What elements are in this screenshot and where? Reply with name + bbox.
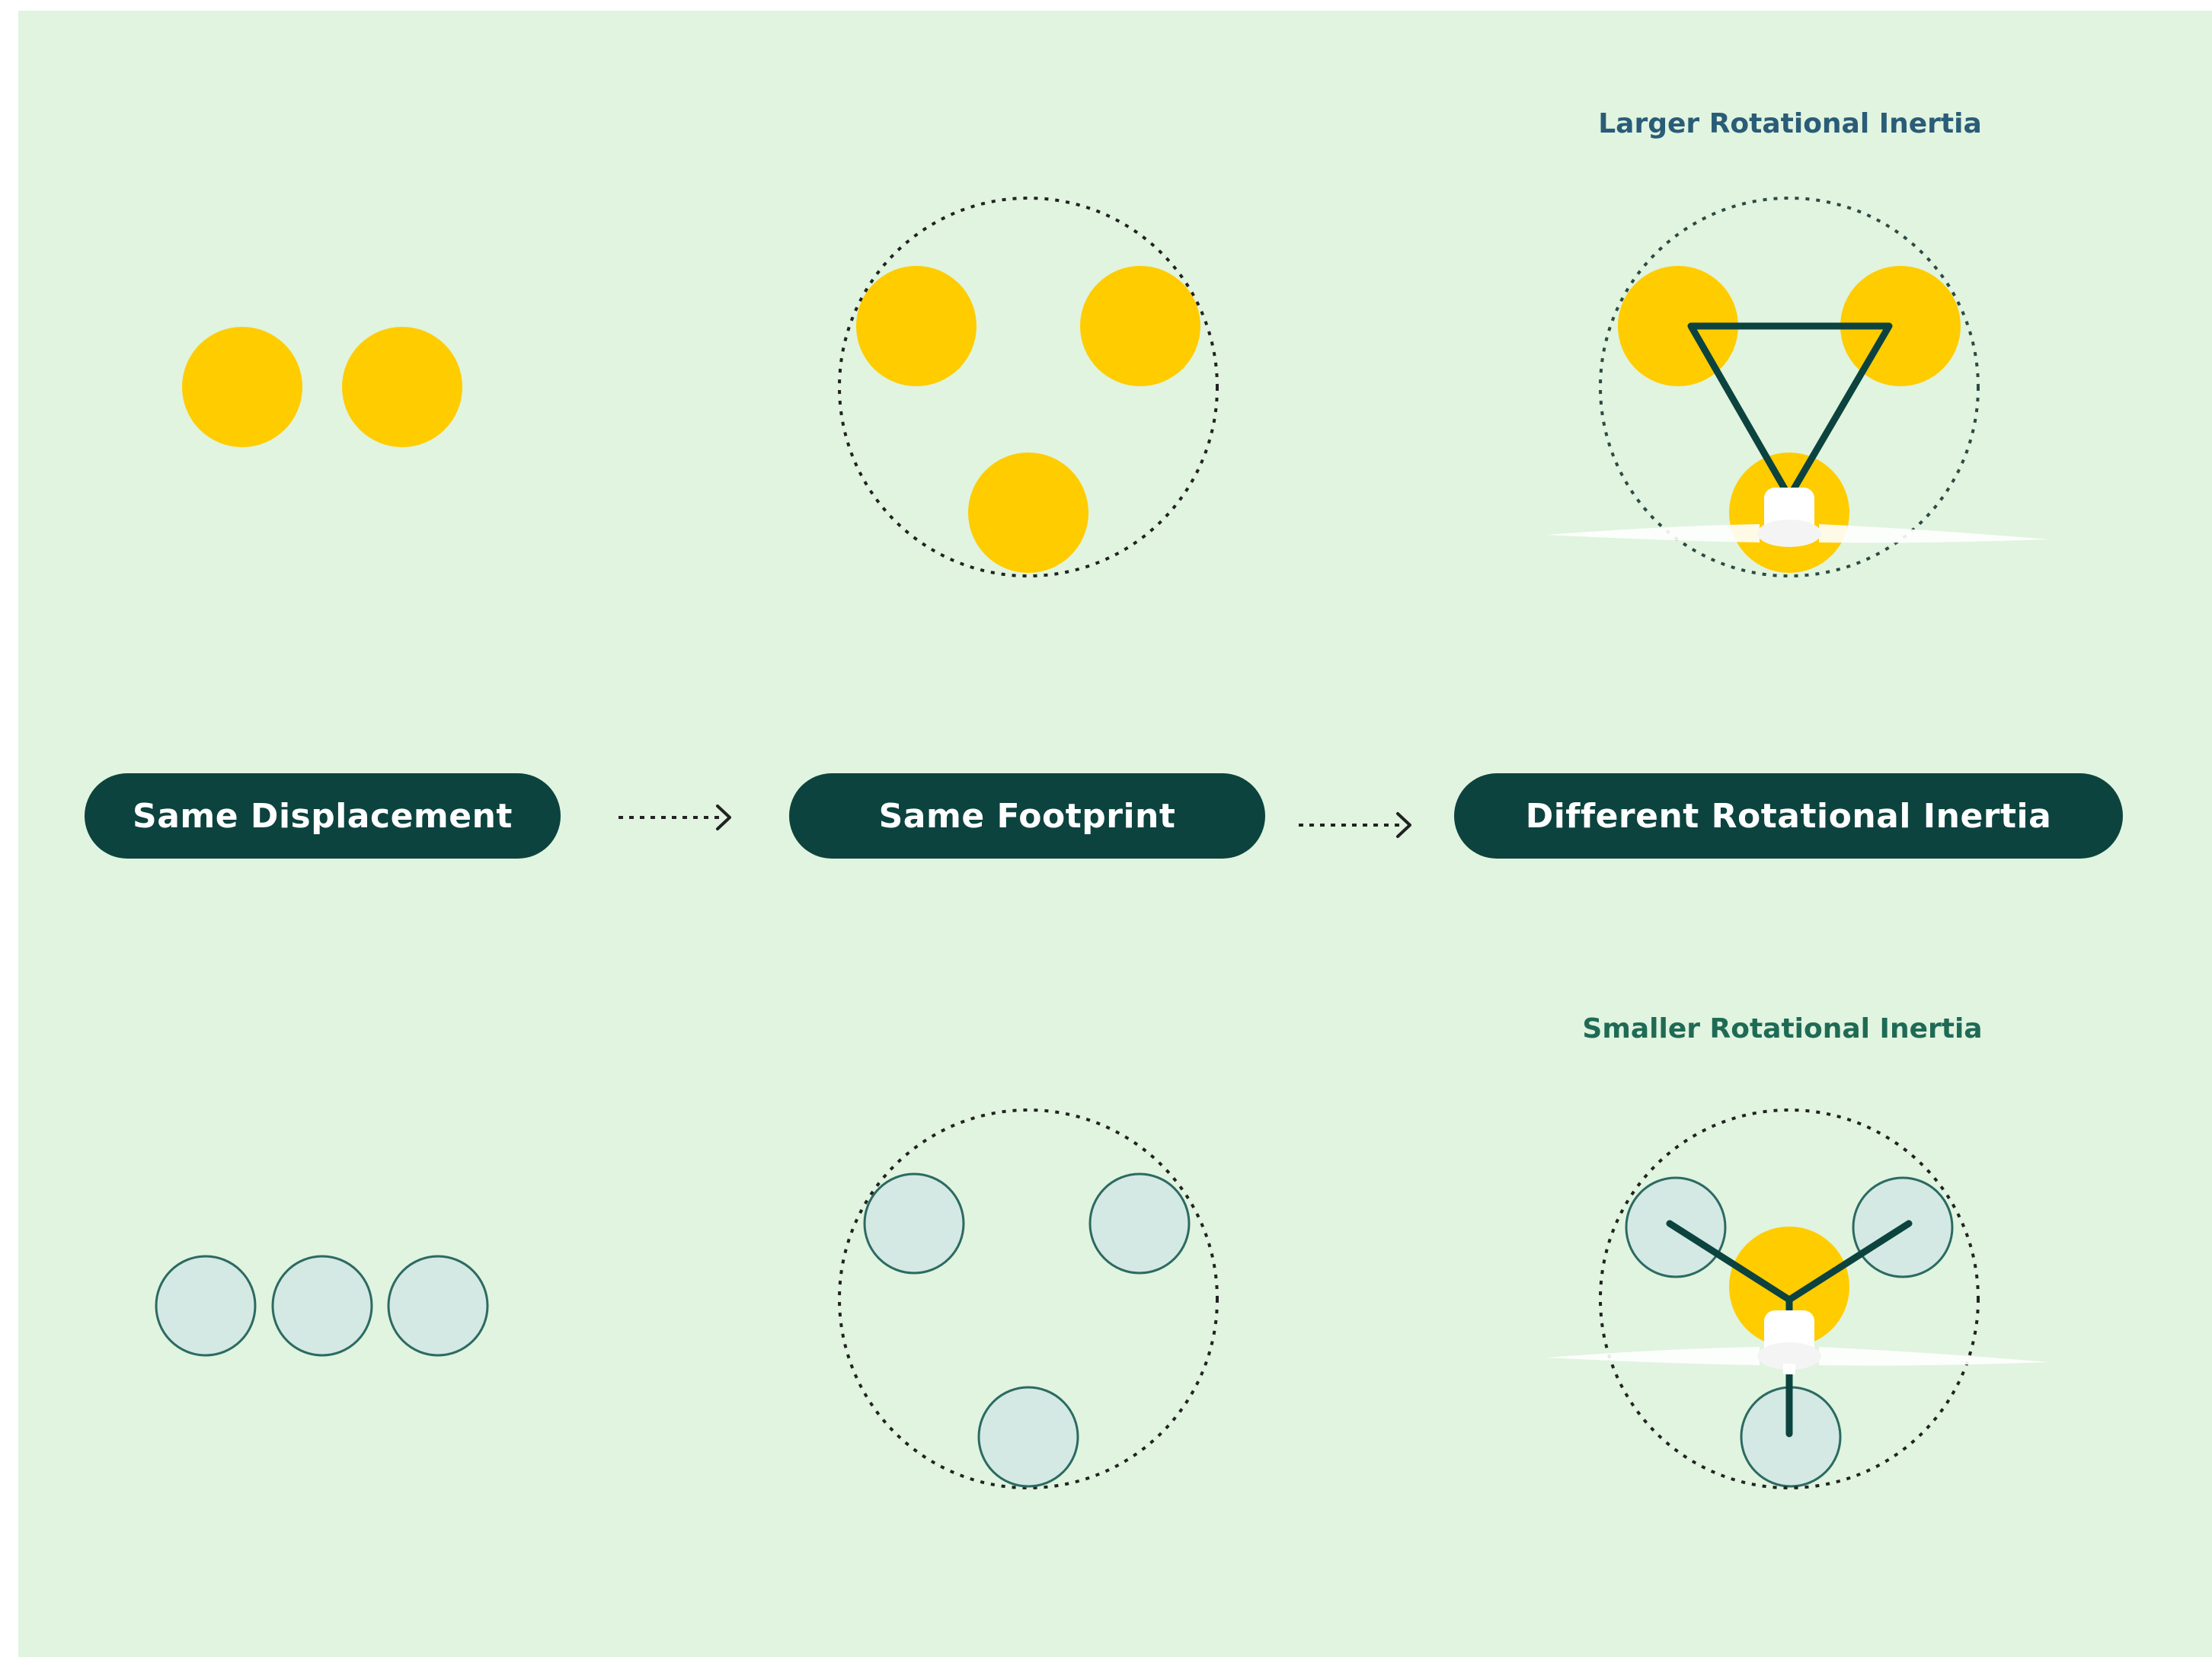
small-float bbox=[271, 1255, 373, 1357]
triangle-frame bbox=[1687, 322, 1893, 501]
larger-inertia-caption: Larger Rotational Inertia bbox=[1598, 108, 1982, 139]
large-floats-pair bbox=[182, 327, 462, 447]
wind-turbine-icon bbox=[1546, 488, 2049, 547]
same-footprint-pill: Same Footprint bbox=[789, 773, 1265, 859]
large-float bbox=[182, 327, 302, 447]
same-displacement-pill: Same Displacement bbox=[85, 773, 561, 859]
dotted-right-arrow-icon bbox=[1299, 812, 1411, 838]
large-float bbox=[968, 453, 1088, 573]
smaller-inertia-platform bbox=[1546, 1108, 2049, 1489]
different-inertia-pill: Different Rotational Inertia bbox=[1454, 773, 2123, 859]
small-floats-footprint bbox=[838, 1108, 1219, 1489]
dotted-right-arrow-icon bbox=[619, 805, 731, 830]
footprint-dotted-circle bbox=[838, 1108, 1219, 1489]
same-footprint-label: Same Footprint bbox=[878, 796, 1176, 836]
small-float bbox=[977, 1386, 1079, 1488]
footprint-dotted-circle bbox=[838, 197, 1219, 577]
large-float bbox=[856, 266, 977, 386]
wind-turbine-icon bbox=[1546, 1310, 2049, 1374]
small-float bbox=[863, 1172, 965, 1275]
small-float bbox=[387, 1255, 489, 1357]
small-float bbox=[1088, 1172, 1191, 1275]
large-float bbox=[342, 327, 462, 447]
larger-inertia-platform bbox=[1546, 197, 2049, 577]
different-inertia-label: Different Rotational Inertia bbox=[1525, 796, 2052, 836]
smaller-inertia-caption: Smaller Rotational Inertia bbox=[1582, 1013, 1983, 1044]
large-float bbox=[1080, 266, 1200, 386]
same-displacement-label: Same Displacement bbox=[133, 796, 513, 836]
footprint-dotted-circle bbox=[1599, 197, 1980, 577]
small-float bbox=[155, 1255, 257, 1357]
central-float bbox=[1729, 1227, 1849, 1347]
footprint-dotted-circle bbox=[1599, 1108, 1980, 1489]
small-floats-row bbox=[155, 1255, 489, 1357]
large-floats-footprint bbox=[838, 197, 1219, 577]
